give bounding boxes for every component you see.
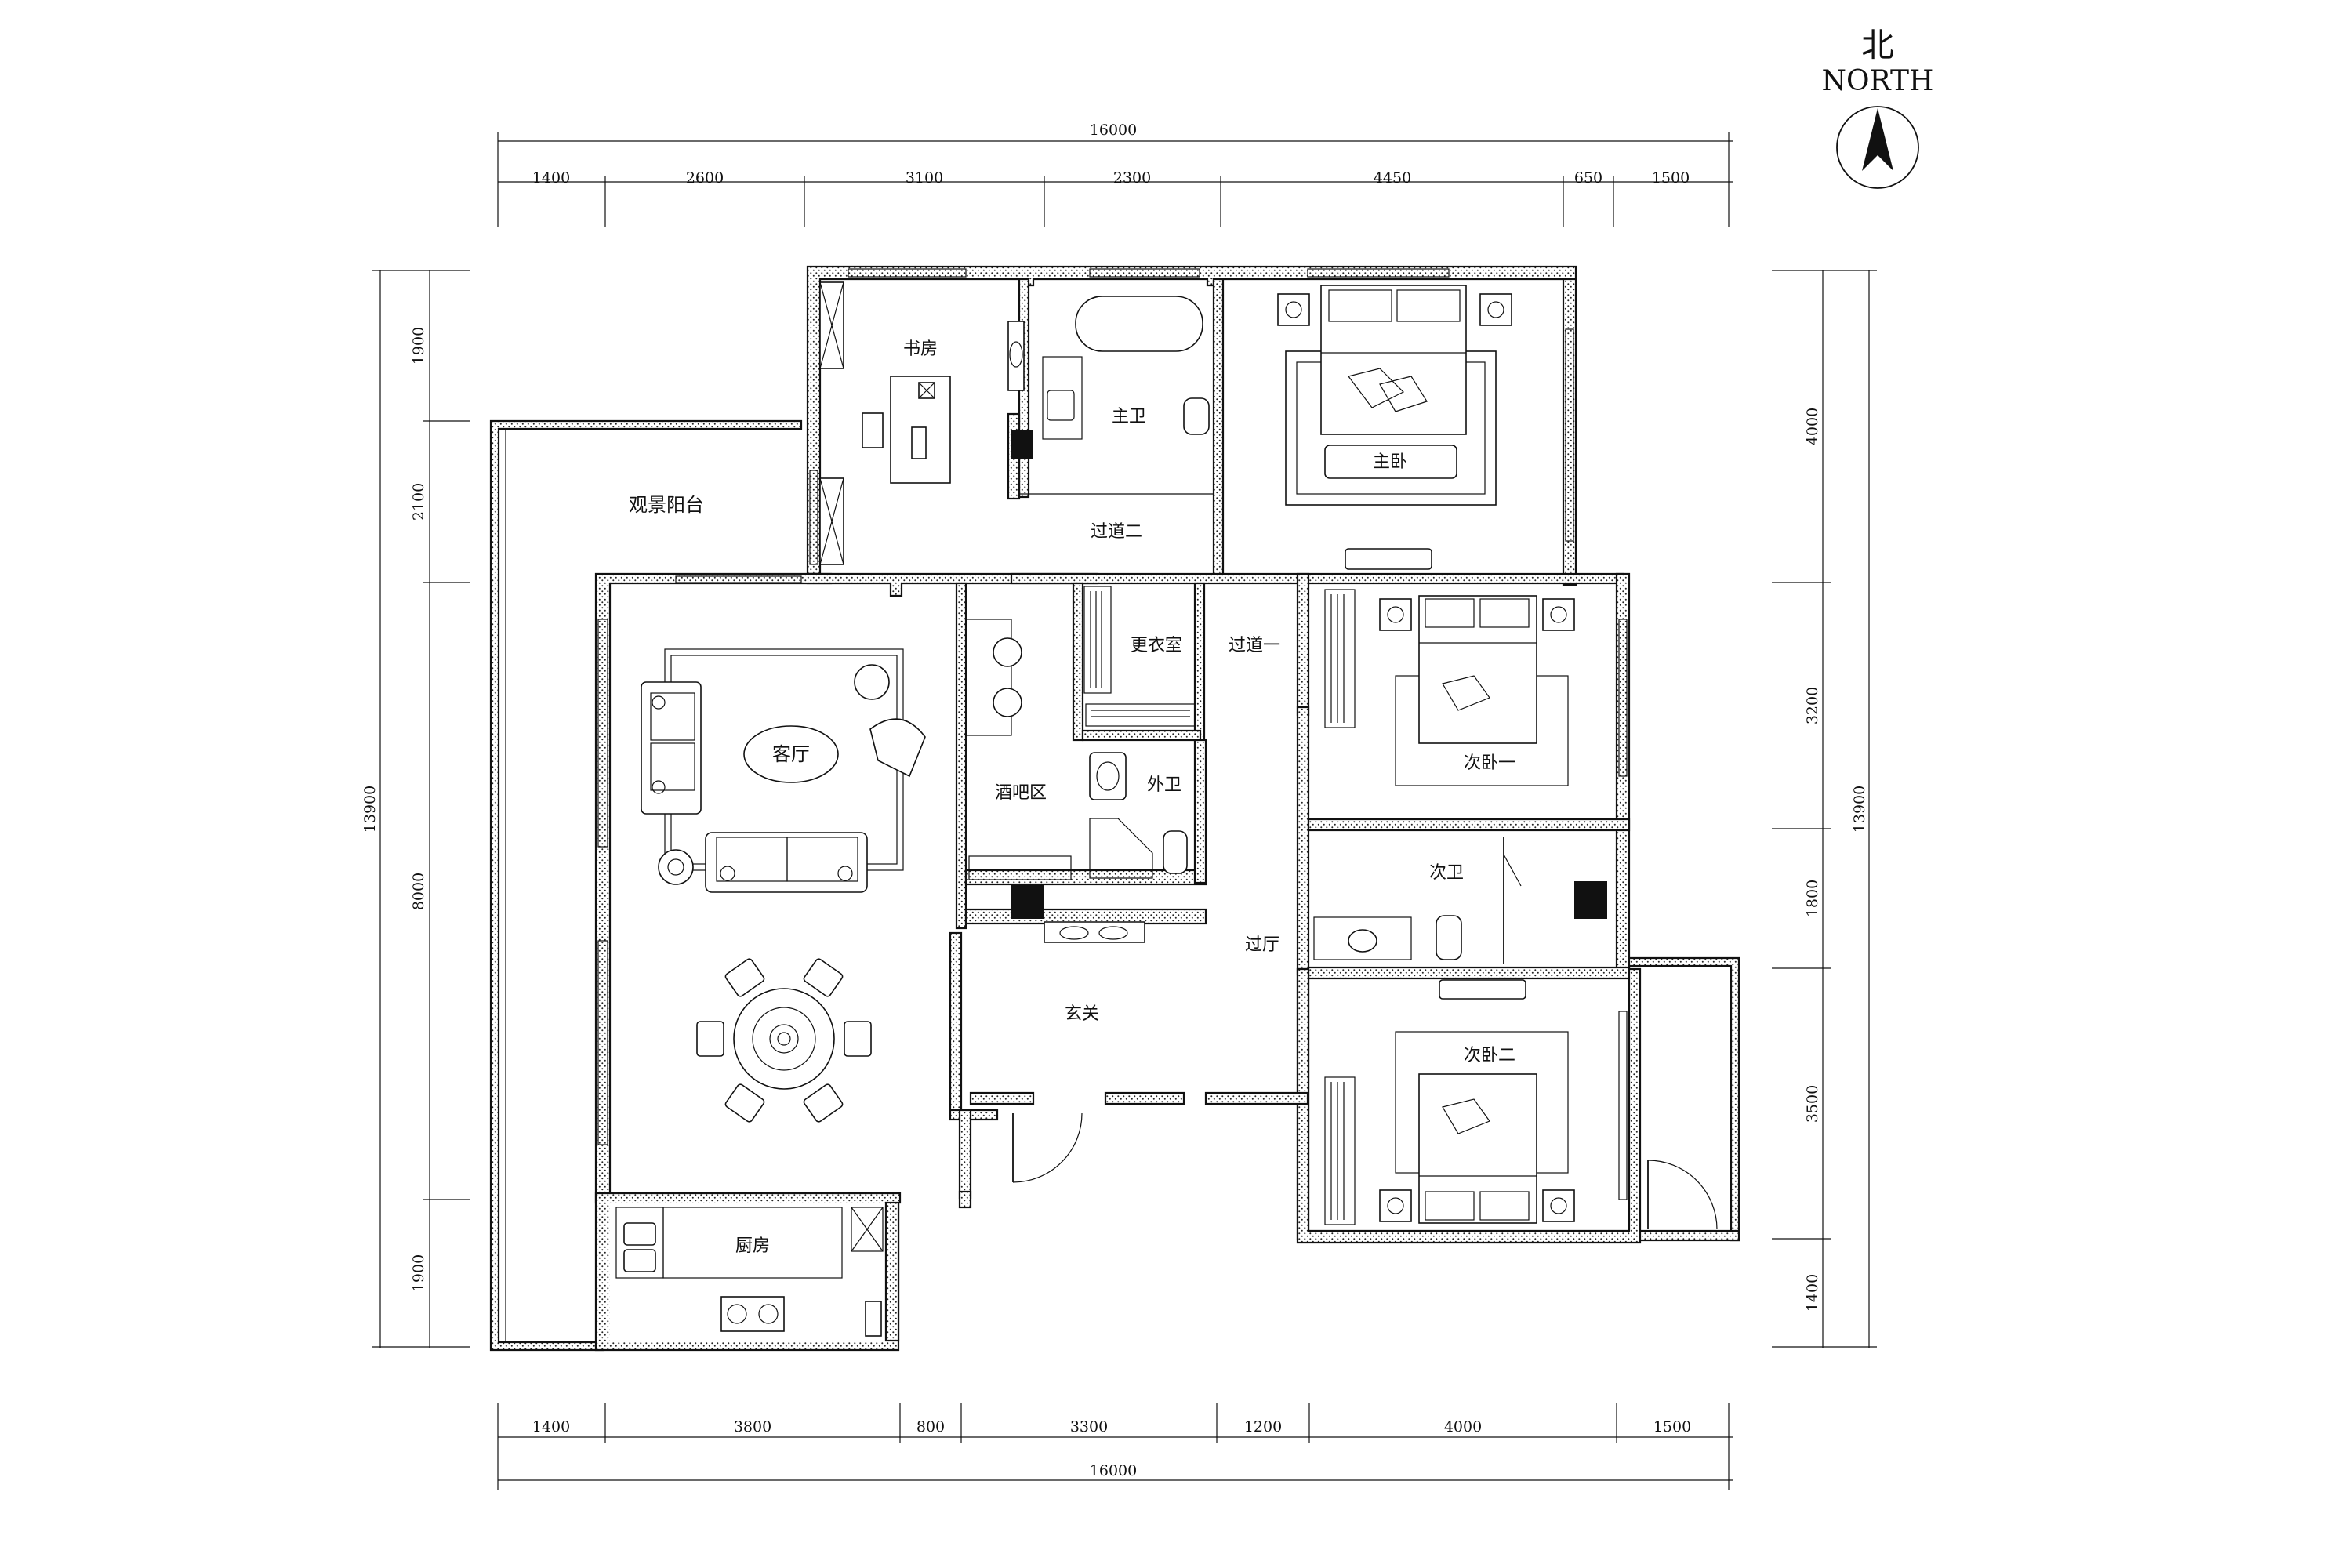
- compass-en-label: NORTH: [1822, 65, 1934, 97]
- compass-cn-label: 北: [1861, 26, 1894, 64]
- second-bedroom: 次卧一: [1324, 589, 1575, 786]
- closet-room: 更衣室: [1083, 586, 1196, 727]
- right-dim-1: 4000: [1804, 408, 1821, 445]
- dining-chairs: [696, 958, 872, 1123]
- second-bed-two-label: 次卧二: [1464, 1046, 1515, 1065]
- left-dim-2: 2100: [410, 483, 427, 521]
- top-dim-7: 1500: [1652, 169, 1690, 187]
- guest-bath-label: 外卫: [1147, 775, 1181, 795]
- right-dim-3: 1800: [1804, 880, 1821, 917]
- master-bedroom: 主卧: [1277, 285, 1512, 570]
- north-arrow-icon: [1862, 108, 1893, 171]
- dimension-left: 1900 2100 8000 1900 13900: [361, 270, 470, 1348]
- top-dim-5: 4450: [1374, 169, 1411, 187]
- bar-label: 酒吧区: [995, 783, 1047, 803]
- main-sofa: [705, 832, 868, 893]
- right-dim-5: 1400: [1804, 1274, 1821, 1312]
- left-dim-4: 1900: [410, 1254, 427, 1292]
- dimension-right: 4000 3200 1800 3500 1400 13900: [1772, 270, 1877, 1348]
- corridor-one: 过道一: [1229, 636, 1280, 655]
- windows: [597, 268, 1628, 1200]
- toilet: [1183, 397, 1210, 435]
- master-bed-label: 主卧: [1373, 452, 1407, 472]
- bottom-dim-1: 1400: [532, 1418, 570, 1436]
- left-total-dim: 13900: [361, 786, 379, 833]
- hall-label: 过厅: [1245, 935, 1279, 955]
- second-bedroom-two: 次卧二: [1324, 979, 1718, 1230]
- dimension-top: 16000 1400 2600 3100 2300 4450 650 1500: [497, 122, 1733, 227]
- foyer-label: 玄关: [1065, 1004, 1099, 1024]
- corridor-one-label: 过道一: [1229, 636, 1280, 655]
- corridor-two-label: 过道二: [1091, 522, 1142, 542]
- living-room: 客厅: [641, 648, 926, 1123]
- second-toilet: [1436, 915, 1462, 960]
- north-compass: 北 NORTH: [1822, 26, 1934, 189]
- bottom-dim-2: 3800: [734, 1418, 771, 1436]
- walls: [594, 265, 1740, 1352]
- top-dim-4: 2300: [1113, 169, 1151, 187]
- top-dim-2: 2600: [686, 169, 724, 187]
- second-bath-label: 次卫: [1429, 863, 1464, 883]
- right-dim-4: 3500: [1804, 1085, 1821, 1123]
- right-total-dim: 13900: [1851, 786, 1868, 833]
- study-room: 书房: [819, 281, 1025, 565]
- bottom-dim-4: 3300: [1070, 1418, 1108, 1436]
- study-label: 书房: [903, 339, 938, 359]
- top-total-dim: 16000: [1090, 122, 1137, 139]
- guest-toilet: [1163, 830, 1188, 874]
- left-dim-3: 8000: [410, 873, 427, 910]
- second-bed-label: 次卧一: [1464, 753, 1515, 773]
- foyer-area: 玄关 过厅: [1011, 884, 1279, 1183]
- balcony-area: 观景阳台: [489, 419, 803, 1352]
- coffee-table: [743, 725, 839, 783]
- corridor-two: 过道二: [1019, 493, 1214, 542]
- second-bed: [1418, 595, 1537, 744]
- bottom-dim-6: 4000: [1444, 1418, 1482, 1436]
- bottom-dim-5: 1200: [1244, 1418, 1282, 1436]
- bottom-dim-3: 800: [916, 1418, 945, 1436]
- master-bed: [1320, 285, 1467, 435]
- balcony-label: 观景阳台: [629, 494, 704, 516]
- kitchen-room: 厨房: [615, 1207, 884, 1337]
- top-dim-1: 1400: [532, 169, 570, 187]
- master-bath-label: 主卫: [1112, 407, 1146, 426]
- stove: [720, 1296, 785, 1332]
- bar-area: 酒吧区: [965, 619, 1072, 880]
- bottom-total-dim: 16000: [1090, 1462, 1137, 1479]
- guest-bath: 外卫: [1089, 752, 1188, 879]
- right-dim-2: 3200: [1804, 687, 1821, 724]
- study-chair: [862, 412, 884, 448]
- second-bath: 次卫: [1313, 837, 1607, 964]
- bottom-dim-7: 1500: [1653, 1418, 1691, 1436]
- second-bed-two: [1418, 1073, 1537, 1224]
- closet-label: 更衣室: [1131, 636, 1182, 655]
- dimension-bottom: 1400 3800 800 3300 1200 4000 1500 16000: [497, 1403, 1733, 1490]
- top-dim-3: 3100: [906, 169, 943, 187]
- dining-table: [733, 988, 835, 1090]
- compass-circle: [1836, 106, 1919, 189]
- kitchen-label: 厨房: [735, 1236, 770, 1256]
- top-dim-6: 650: [1574, 169, 1602, 187]
- master-bath-room: 主卫: [1011, 296, 1210, 459]
- bathtub: [1075, 296, 1203, 352]
- living-label: 客厅: [772, 743, 810, 765]
- left-dim-1: 1900: [410, 327, 427, 365]
- lounge-chair: [869, 718, 926, 778]
